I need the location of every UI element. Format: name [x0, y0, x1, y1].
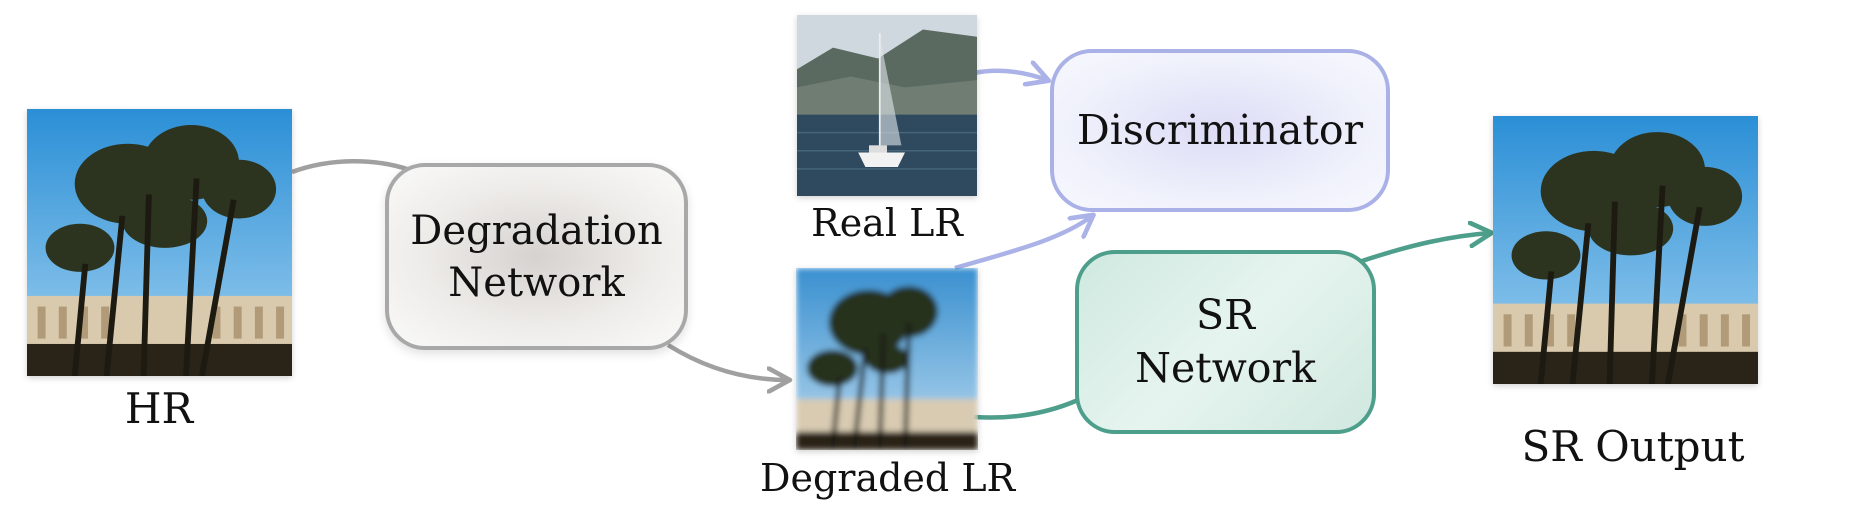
edge-degraded-lr-to-discriminator [954, 216, 1092, 271]
sr-network-node-line2: Network [1135, 344, 1316, 392]
sr-network-node: SR Network [1075, 250, 1376, 434]
edge-sr-network-to-sr-output [1361, 233, 1490, 264]
real-lr-image [797, 15, 977, 196]
degraded-lr-image [796, 268, 978, 450]
sr-output-label: SR Output [1521, 422, 1745, 471]
degraded-lr-label: Degraded LR [760, 456, 1016, 500]
sr-network-node-line1: SR [1196, 290, 1255, 339]
degradation-node-line1: Degradation [410, 207, 663, 254]
edge-degradation-to-degraded-lr [666, 343, 788, 380]
hr-image [27, 109, 292, 376]
edge-real-lr-to-discriminator [973, 71, 1047, 80]
hr-label: HR [124, 384, 194, 433]
degradation-node-line2: Network [448, 259, 625, 306]
real-lr-label: Real LR [811, 201, 963, 245]
sr-output-image [1493, 116, 1758, 384]
discriminator-node: Discriminator [1050, 49, 1390, 212]
edge-hr-to-degradation [291, 159, 411, 175]
discriminator-node-label: Discriminator [1076, 105, 1364, 154]
edge-degraded-lr-to-sr-network [973, 397, 1079, 420]
degradation-network-node: Degradation Network [385, 163, 688, 350]
